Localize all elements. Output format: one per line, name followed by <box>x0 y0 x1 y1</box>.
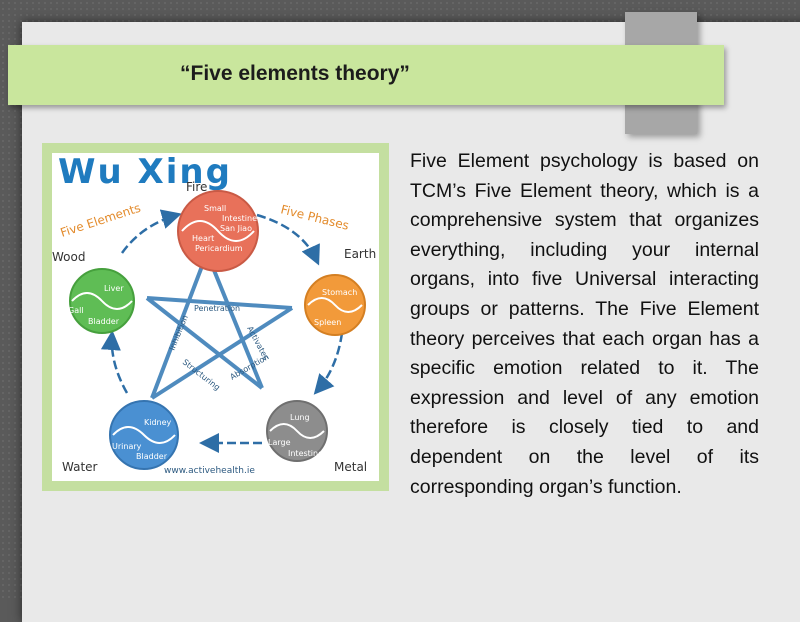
organ-gall: Gall <box>68 306 84 315</box>
organ-intestine: Intestine <box>222 214 257 223</box>
five-elements-caption: Five Elements <box>59 201 143 240</box>
body-paragraph: Five Element psychology is based on TCM’… <box>410 150 759 498</box>
organ-kidney: Kidney <box>144 418 172 427</box>
diagram-canvas: Wu Xing Five Elements Five Phases <box>52 152 379 481</box>
organ-large: Large <box>268 438 291 447</box>
wood-divider <box>71 292 133 310</box>
organ-san-jiao: San Jiao <box>220 224 252 233</box>
organ-small: Small <box>204 204 226 213</box>
diagram-heading: Wu Xing <box>58 153 232 192</box>
arrow-fire-to-earth <box>256 213 320 266</box>
arrow-earth-to-metal <box>313 332 344 395</box>
arrow-water-to-wood <box>100 330 129 394</box>
arrow-wood-to-fire <box>120 209 182 254</box>
organ-lung: Lung <box>290 413 310 422</box>
star-line-water-fire <box>150 252 209 399</box>
metal-label: Metal <box>334 460 367 474</box>
water-divider <box>112 426 176 444</box>
star-label-penetration: Penetration <box>194 304 240 313</box>
star-line-metal-wood <box>145 296 264 390</box>
star-label-inhibition: Inhibition <box>168 314 190 352</box>
fire-label: Fire <box>186 180 207 194</box>
organ-pericardium: Pericardium <box>195 244 243 253</box>
metal-divider <box>269 423 325 439</box>
generating-cycle-arrows <box>100 209 344 453</box>
organ-heart: Heart <box>192 234 214 243</box>
organ-urinary: Urinary <box>112 442 142 451</box>
organ-bladder: Bladder <box>136 452 168 461</box>
wood-label: Wood <box>52 250 85 264</box>
earth-element: Earth Stomach Spleen <box>304 247 376 336</box>
water-element: Water Kidney Urinary Bladder <box>62 400 179 474</box>
fire-element: Fire Small Intestine San Jiao Heart Peri… <box>177 180 259 272</box>
fire-divider <box>181 220 255 242</box>
title-banner <box>8 45 724 105</box>
metal-element: Metal Lung Large Intestine <box>266 400 367 474</box>
earth-divider <box>307 297 363 313</box>
wood-element: Wood Liver Gall Bladder <box>52 250 135 334</box>
water-label: Water <box>62 460 98 474</box>
earth-label: Earth <box>344 247 376 261</box>
organ-gall-bladder: Bladder <box>88 317 120 326</box>
organ-liver: Liver <box>104 284 124 293</box>
slide-title: “Five elements theory” <box>180 62 410 85</box>
controlling-star <box>145 252 294 400</box>
wu-xing-svg: Wu Xing Five Elements Five Phases <box>52 152 376 476</box>
wu-xing-diagram: Wu Xing Five Elements Five Phases <box>42 143 389 491</box>
star-line-fire-metal <box>205 252 264 389</box>
five-phases-caption: Five Phases <box>279 202 350 232</box>
organ-large-intestine: Intestine <box>288 449 323 458</box>
star-line-wood-earth <box>146 296 293 310</box>
organ-spleen: Spleen <box>314 318 341 327</box>
organ-stomach: Stomach <box>322 288 357 297</box>
website-credit: www.activehealth.ie <box>164 466 255 476</box>
star-line-earth-water <box>150 306 294 400</box>
